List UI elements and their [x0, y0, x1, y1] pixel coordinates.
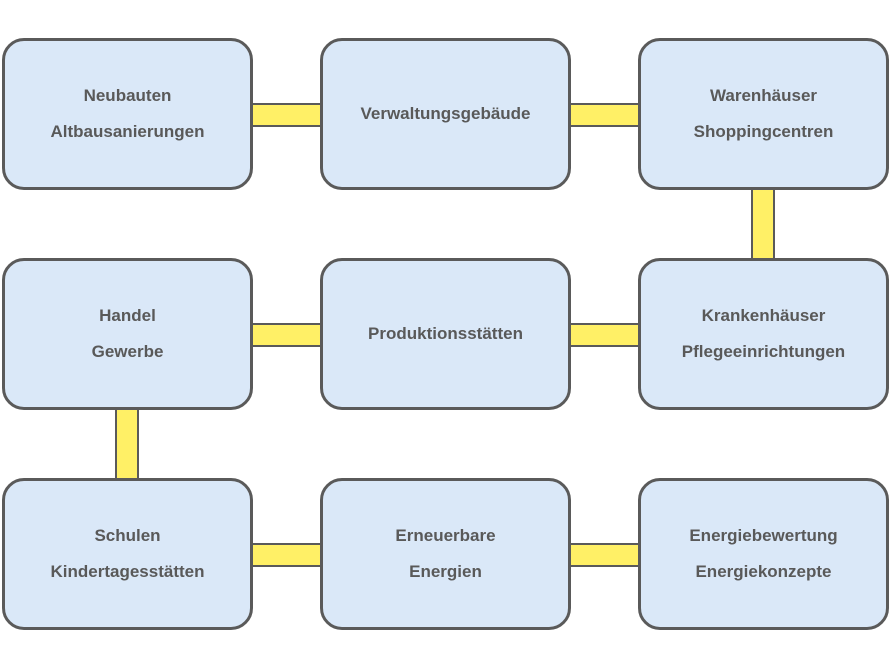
node-neubauten: Neubauten Altbausanierungen — [2, 38, 253, 190]
node-label-line: Verwaltungsgebäude — [360, 104, 531, 123]
node-label-line: Gewerbe — [91, 342, 164, 361]
node-label-line: Energiekonzepte — [695, 562, 832, 581]
connector-verwaltung-warenhaeuser — [569, 103, 639, 127]
node-label-line: Produktionsstätten — [368, 324, 523, 343]
node-label-line: Altbausanierungen — [50, 122, 205, 141]
node-label-line: Energiebewertung — [689, 526, 838, 545]
connector-warenhaeuser-krankenhaeuser — [751, 189, 775, 259]
node-warenhaeuser: Warenhäuser Shoppingcentren — [638, 38, 889, 190]
node-label-line: Kindertagesstätten — [50, 562, 205, 581]
node-label-line: Warenhäuser — [709, 86, 818, 105]
node-label-line: Handel — [99, 306, 156, 325]
connector-neubauten-verwaltung — [251, 103, 321, 127]
node-krankenhaeuser: Krankenhäuser Pflegeeinrichtungen — [638, 258, 889, 410]
node-label-line: Shoppingcentren — [693, 122, 834, 141]
connector-schulen-erneuerbare — [251, 543, 321, 567]
node-label-line: Schulen — [94, 526, 161, 545]
connector-produktion-krankenhaeuser — [569, 323, 639, 347]
node-label-line: Energien — [409, 562, 482, 581]
node-label-line: Pflegeeinrichtungen — [681, 342, 846, 361]
connector-erneuerbare-energiebewertung — [569, 543, 639, 567]
node-handel: Handel Gewerbe — [2, 258, 253, 410]
node-schulen: Schulen Kindertagesstätten — [2, 478, 253, 630]
node-produktion: Produktionsstätten — [320, 258, 571, 410]
node-label-line: Neubauten — [83, 86, 172, 105]
node-label-line: Krankenhäuser — [701, 306, 826, 325]
node-label-line: Erneuerbare — [395, 526, 496, 545]
connector-handel-produktion — [251, 323, 321, 347]
node-energiebewertung: Energiebewertung Energiekonzepte — [638, 478, 889, 630]
node-erneuerbare: Erneuerbare Energien — [320, 478, 571, 630]
node-verwaltung: Verwaltungsgebäude — [320, 38, 571, 190]
connector-handel-schulen — [115, 409, 139, 479]
